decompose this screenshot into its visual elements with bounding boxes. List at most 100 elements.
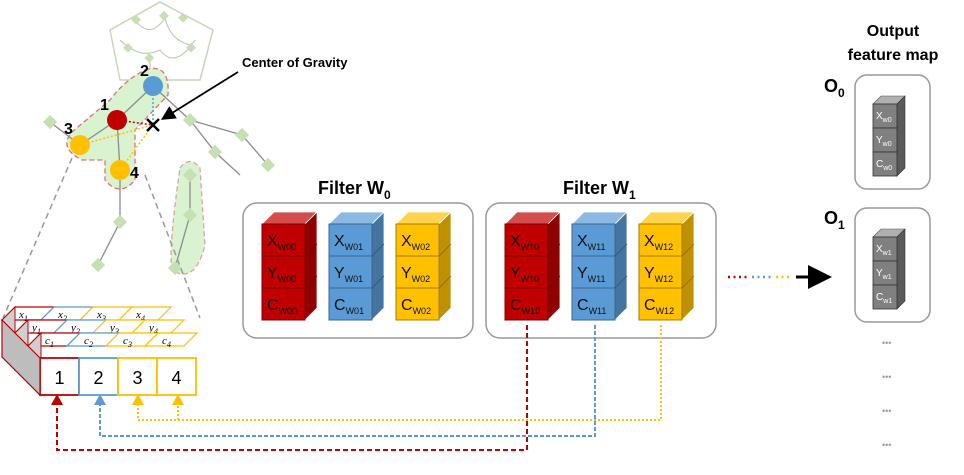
filter-cell-label: CW12 — [644, 297, 674, 316]
filter-w1-title: Filter W1 — [563, 178, 636, 202]
tensor-cell-number: 1 — [54, 368, 64, 388]
tensor-cell-4 — [156, 357, 197, 396]
output-cell-label: Cw0 — [876, 159, 892, 172]
connection-arrowheads — [51, 394, 184, 405]
tensor-x-label: x2 — [57, 309, 67, 323]
more-outputs-dots: ••• ••• ••• ••• — [882, 338, 891, 450]
output-title-line2: feature map — [848, 47, 939, 64]
tensor-y-label: y4 — [148, 322, 158, 336]
filter-cell — [261, 255, 306, 289]
center-of-gravity-label: Center of Gravity — [242, 55, 348, 70]
filter-cell — [261, 223, 306, 257]
joint-3 — [70, 135, 90, 155]
filter-cell-label: XW12 — [644, 233, 673, 252]
output-cell — [872, 103, 898, 129]
filter-cell-label: CW02 — [401, 297, 431, 316]
connections — [56, 325, 662, 451]
filter-cell — [261, 287, 306, 321]
filter-cell — [395, 287, 440, 321]
filter-cell — [571, 255, 616, 289]
head-nodes — [123, 10, 196, 63]
filter-cell-label: CW01 — [334, 297, 364, 316]
skeleton-nodes — [42, 112, 276, 276]
tensor-x-label: x4 — [135, 309, 145, 323]
output-cell-label: Xw0 — [876, 111, 892, 124]
joint-1 — [107, 110, 127, 130]
filter-cell — [571, 223, 616, 257]
tensor-c-label: c2 — [84, 335, 93, 349]
svg-text:•••: ••• — [882, 440, 891, 450]
tensor-cell-number: 3 — [132, 368, 142, 388]
filter-cell-label: YW12 — [644, 265, 673, 284]
output-1-label: O1 — [824, 208, 845, 232]
output-cell-label: Yw0 — [876, 135, 892, 148]
filter-cell — [328, 223, 373, 257]
filter-cell-label: CW00 — [267, 297, 297, 316]
filter-cell-label: XW11 — [577, 233, 606, 252]
filter-cell — [638, 255, 683, 289]
filter-w0-title: Filter W0 — [318, 178, 391, 202]
svg-text:•••: ••• — [882, 338, 891, 348]
tensor-y-label: y2 — [70, 322, 80, 336]
tensor-y-label: y3 — [109, 322, 119, 336]
output-cell — [872, 236, 898, 262]
filter-cell-label: CW11 — [577, 297, 606, 316]
output-cell — [872, 127, 898, 153]
joint-4-label: 4 — [130, 165, 139, 182]
tensor-cell-number: 2 — [93, 368, 103, 388]
filter-cell-label: XW02 — [401, 233, 430, 252]
center-of-gravity-marker — [146, 118, 160, 132]
output-cell — [872, 284, 898, 310]
filter-cell-label: YW00 — [267, 265, 296, 284]
filter-cell — [504, 287, 549, 321]
tensor-side — [1, 318, 41, 397]
svg-text:•••: ••• — [882, 406, 891, 416]
joint-1-label: 1 — [100, 97, 109, 114]
filter-cell — [571, 287, 616, 321]
svg-text:•••: ••• — [882, 372, 891, 382]
joint-4 — [110, 160, 130, 180]
filter-cell-label: YW02 — [401, 265, 430, 284]
output-cell-label: Xw1 — [876, 244, 892, 257]
filter-cell-label: XW10 — [510, 233, 539, 252]
filter-cell-label: YW10 — [510, 265, 539, 284]
filter-cell — [638, 223, 683, 257]
filter-cell-label: YW11 — [577, 265, 606, 284]
joint-3-label: 3 — [64, 121, 73, 138]
filter-cell — [328, 287, 373, 321]
tensor-y-label: y1 — [31, 322, 41, 336]
tensor-cell-number: 4 — [171, 368, 181, 388]
output-cell-label: Yw1 — [876, 268, 892, 281]
output-0-label: O0 — [824, 76, 845, 100]
tensor-x-label: x3 — [96, 309, 106, 323]
tensor-c-label: c1 — [45, 335, 54, 349]
tensor-c-label: c4 — [162, 335, 171, 349]
joint-2 — [143, 76, 163, 96]
filter-cell-label: CW10 — [510, 297, 540, 316]
output-title-line1: Output — [867, 23, 920, 40]
filter-cell — [504, 223, 549, 257]
skeleton: 1 2 3 4 Center of Gravity — [2, 1, 348, 319]
filter-cell — [638, 287, 683, 321]
filter-cell-label: XW00 — [267, 233, 296, 252]
output-cell — [872, 151, 898, 177]
joint-2-label: 2 — [140, 63, 149, 80]
tensor-c-label: c3 — [123, 335, 132, 349]
filters: XW00YW00CW00XW01YW01CW01XW02YW02CW02XW10… — [261, 211, 695, 321]
center-of-gravity-arrow — [160, 71, 239, 120]
filter-cell-label: XW01 — [334, 233, 363, 252]
tensor-cell-1 — [39, 357, 80, 396]
filter-cell-label: YW01 — [334, 265, 363, 284]
output-cell-label: Cw1 — [876, 292, 892, 305]
